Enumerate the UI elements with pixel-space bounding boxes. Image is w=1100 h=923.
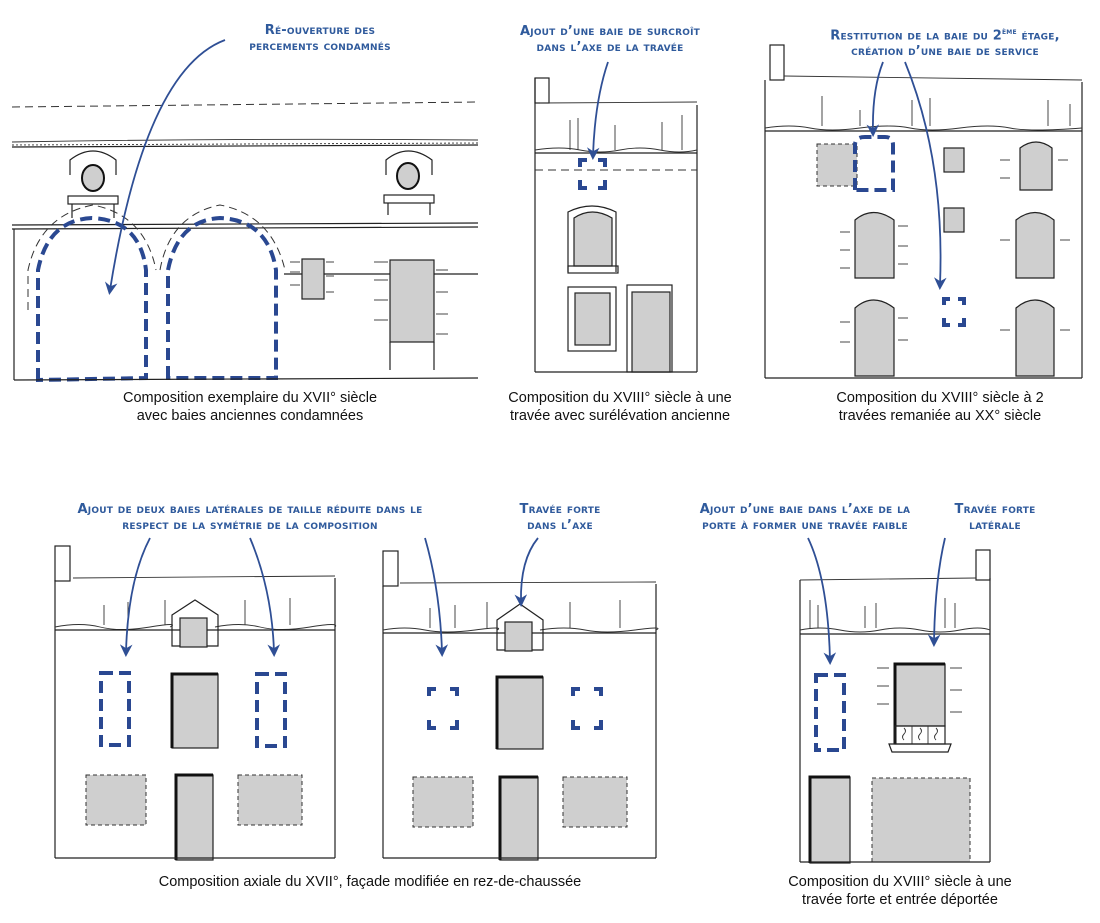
arcade-right (159, 204, 286, 380)
annotation-line: dans l’axe de la travée (536, 40, 684, 55)
annotation-line: latérale (969, 518, 1021, 533)
caption-line: Composition du XVIII° siècle à une (508, 390, 732, 406)
annotation-weak-bay: Ajout d’une baie dans l’axe de la porte … (680, 502, 930, 534)
annotation-text: Restitution de la baie du 2 (830, 28, 1002, 44)
arrow-reopening (104, 39, 226, 295)
arrow-lateral-middle (424, 537, 449, 658)
proposed-lateral-bay-left-small (427, 687, 459, 730)
annotation-arrows (104, 39, 947, 666)
arrow-surcroit (586, 61, 609, 161)
proposed-bay-restitution (853, 135, 895, 192)
annotation-line: Restitution de la baie du 2ème étage, (795, 24, 1095, 44)
annotation-line: Ajout d’une baie dans l’axe de la (699, 502, 911, 517)
caption-line: Composition du XVIII° siècle à 2 (836, 390, 1044, 406)
annotation-line: percements condamnés (249, 39, 391, 54)
annotation-line: porte à former une travée faible (702, 518, 908, 533)
proposed-bay-service (942, 297, 966, 327)
facade-xvii-arcades (11, 101, 481, 383)
arrow-strong-bay-axis (514, 537, 539, 608)
annotation-line: Ajout d’une baie de surcroît (520, 24, 700, 39)
annotation-line: respect de la symétrie de la composition (122, 518, 378, 533)
annotation-superscript: ème (1002, 27, 1017, 36)
annotation-line: Ajout de deux baies latérales de taille … (77, 502, 423, 517)
arcade-left (27, 204, 157, 383)
facade-xvii-axial-strong-bay (382, 550, 659, 861)
caption-line: avec baies anciennes condamnées (136, 408, 364, 424)
caption-xviii-two-bays: Composition du XVIII° siècle à 2 travées… (780, 389, 1100, 425)
annotation-line: création d’une baie de service (851, 44, 1039, 60)
caption-line: travées remaniée au XX° siècle (838, 408, 1042, 424)
proposed-bay-surcroit (578, 158, 607, 190)
proposed-weak-bay (814, 673, 846, 752)
annotation-line: Ré-ouverture des (264, 23, 376, 38)
facade-xviii-offset-entry (799, 549, 991, 864)
oculus-dormer-right (383, 150, 435, 215)
annotation-text: étage, (1016, 28, 1060, 44)
arrow-restitution (866, 61, 884, 138)
annotation-line: Travée forte (954, 502, 1036, 517)
caption-line: travée forte et entrée déportée (802, 892, 998, 908)
annotation-line: Travée forte (519, 502, 601, 517)
caption-xviii-offset-entry: Composition du XVIII° siècle à une travé… (735, 873, 1065, 909)
annotation-line: dans l’axe (527, 518, 593, 533)
facade-xviii-one-bay (534, 77, 698, 373)
caption-line: Composition du XVIII° siècle à une (788, 874, 1012, 890)
arrow-strong-bay-lateral (927, 537, 946, 648)
annotation-restitution: Restitution de la baie du 2ème étage, cr… (795, 24, 1095, 60)
facade-xvii-axial (54, 545, 337, 861)
caption-xviii-one-bay: Composition du XVIII° siècle à une travé… (475, 389, 765, 425)
proposed-lateral-bay-left (99, 671, 131, 747)
proposed-lateral-bay-right (255, 672, 287, 748)
facade-xviii-two-bays (764, 44, 1083, 379)
annotation-strong-bay-lateral: Travée forte latérale (940, 502, 1050, 534)
oculus-dormer-left (67, 150, 119, 218)
caption-xvii-arcades: Composition exemplaire du XVII° siècle a… (40, 389, 460, 425)
annotation-surcroit: Ajout d’une baie de surcroît dans l’axe … (490, 24, 730, 56)
arrow-lateral-right (249, 537, 281, 658)
annotation-strong-bay-axis: Travée forte dans l’axe (505, 502, 615, 534)
proposed-lateral-bay-right-small (571, 687, 603, 730)
arrow-service-bay (904, 61, 947, 291)
caption-xvii-axial: Composition axiale du XVII°, façade modi… (60, 873, 680, 891)
annotation-reopening: Ré-ouverture des percements condamnés (220, 23, 420, 55)
caption-line: Composition exemplaire du XVII° siècle (122, 390, 378, 406)
arrow-weak-bay (807, 537, 837, 666)
annotation-lateral-bays: Ajout de deux baies latérales de taille … (40, 502, 460, 534)
caption-line: travée avec surélévation ancienne (509, 408, 731, 424)
arrow-lateral-left (119, 537, 151, 658)
caption-line: Composition axiale du XVII°, façade modi… (158, 874, 582, 890)
